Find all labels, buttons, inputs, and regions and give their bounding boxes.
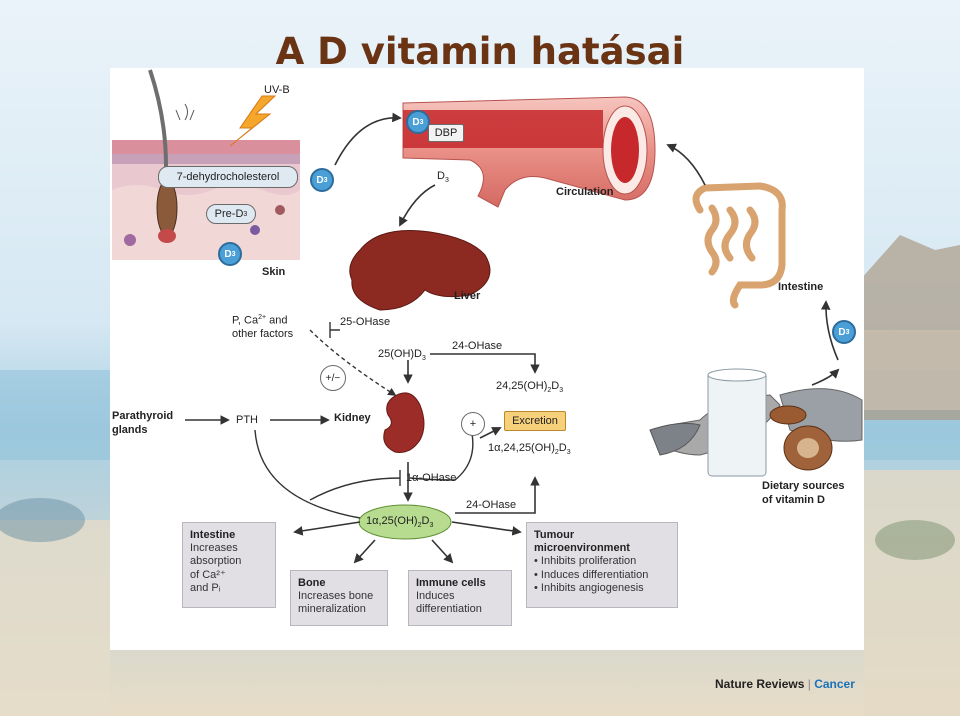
- pre-d3-text: Pre-D: [214, 208, 244, 220]
- pth-label: PTH: [236, 414, 258, 426]
- oh-d3-text: 25(OH)D: [378, 348, 423, 360]
- tumour-box-line: • Inhibits proliferation: [534, 555, 637, 568]
- liver-label: Liver: [454, 290, 481, 302]
- arrow-to-bone-box: [353, 539, 376, 564]
- arrow-to-immune-box: [431, 539, 454, 564]
- d1-24-25-text: 1α,24,25(OH): [488, 442, 555, 454]
- dietary-label-1: Dietary sources: [762, 480, 845, 492]
- dbp-label: DBP: [428, 124, 464, 142]
- intestine-box-line: absorption: [190, 555, 242, 568]
- arrow-to-intestine-box: [293, 521, 361, 536]
- oh-d3-label: 25(OH)D3: [378, 348, 426, 363]
- d24-25-label: 24,25(OH)2D3: [496, 380, 564, 395]
- arrow-24-ohase-up: [455, 476, 540, 514]
- source-journal: Nature Reviews: [715, 677, 805, 691]
- dashed-factors-to-kidney: [309, 329, 397, 396]
- ohase25-label: 25-OHase: [340, 316, 391, 328]
- source-section: Cancer: [814, 677, 855, 691]
- arrow-to-24-25: [430, 353, 540, 374]
- d3-badge-vessel-text: D: [412, 116, 420, 128]
- immune-box-line: Induces: [416, 590, 455, 603]
- intestine-effect-box: Intestine Increases absorption of Ca²⁺ a…: [182, 522, 276, 608]
- tumour-box-line: • Inhibits angiogenesis: [534, 581, 644, 594]
- pi-ca-and: and: [269, 314, 288, 327]
- bone-box-line: Increases bone: [298, 590, 374, 603]
- plus-line: [409, 424, 474, 481]
- parathyroid-label: Parathyroid: [112, 410, 174, 422]
- immune-box-title: Immune cells: [416, 577, 486, 589]
- d3-badge-diet-text: D: [838, 326, 846, 338]
- kidney-label: Kidney: [334, 412, 371, 424]
- arrow-intestine-to-circulation: [666, 143, 706, 186]
- tumour-box-title-2: microenvironment: [534, 542, 630, 555]
- source-separator: |: [807, 677, 811, 691]
- immune-effect-box: Immune cells Induces differentiation: [408, 570, 512, 626]
- arrow-circulation-to-liver: [399, 184, 436, 227]
- pi-ca-text: P, Ca: [232, 314, 259, 327]
- excretion-label: Excretion: [504, 411, 566, 431]
- plus-minus-circle: +/−: [320, 365, 346, 391]
- intestine-box-title: Intestine: [190, 529, 236, 541]
- pth-feedback: [254, 429, 361, 519]
- uvb-bolt: [229, 95, 277, 147]
- dehydrocholesterol-pill: 7-dehydrocholesterol: [158, 166, 298, 188]
- liver-illustration: [349, 229, 491, 311]
- ohase24-bottom-label: 24-OHase: [466, 499, 517, 511]
- tumour-box-title-1: Tumour: [534, 529, 575, 541]
- plus-circle: +: [461, 412, 485, 436]
- skin-illustration: [112, 69, 300, 260]
- d3-vessel-label: D3: [437, 170, 449, 185]
- d3-badge-skin-2-text: D: [224, 248, 232, 260]
- arrow-excretion-up: [479, 427, 502, 439]
- uvb-label: UV-B: [264, 84, 290, 96]
- ohase1a-label: 1α-OHase: [406, 472, 457, 484]
- dietary-label-2: of vitamin D: [762, 494, 825, 506]
- tumour-effect-box: Tumour microenvironment • Inhibits proli…: [526, 522, 678, 608]
- slide-title: A D vitamin hatásai: [275, 30, 685, 73]
- calcitriol-label: 1α,25(OH)2D3: [366, 515, 434, 530]
- bone-box-title: Bone: [298, 577, 326, 589]
- calcitriol-text: 1α,25(OH): [366, 515, 418, 527]
- bone-effect-box: Bone Increases bone mineralization: [290, 570, 388, 626]
- inhibit-25ohase: [329, 322, 340, 338]
- intestine-top-label: Intestine: [778, 281, 824, 293]
- arrow-d3-to-intestine: [820, 300, 839, 361]
- kidney-illustration: [383, 392, 425, 453]
- glands-label: glands: [112, 424, 148, 436]
- blood-vessel-illustration: [402, 96, 656, 208]
- intestine-box-line: Increases: [190, 542, 238, 555]
- arrow-skin-to-circulation: [334, 112, 402, 166]
- ohase24-top-label: 24-OHase: [452, 340, 503, 352]
- arrow-to-tumour-box: [451, 521, 522, 536]
- d1-24-25-label: 1α,24,25(OH)2D3: [488, 442, 571, 457]
- d3-vessel-label-text: D: [437, 170, 445, 182]
- inhibit-1a-ohase: [309, 470, 401, 501]
- circulation-label: Circulation: [556, 186, 614, 198]
- source-credit: Nature Reviews | Cancer: [715, 677, 855, 691]
- intestine-illustration: [692, 182, 786, 309]
- other-factors-label: other factors: [232, 328, 294, 340]
- intestine-box-line: of Ca²⁺: [190, 568, 226, 581]
- d3-badge-skin-text: D: [316, 174, 324, 186]
- dietary-sources-illustration: [649, 368, 863, 477]
- pi-ca-label: P, Ca2+ and: [232, 314, 288, 327]
- intestine-box-line: and Pᵢ: [190, 581, 221, 594]
- d24-25-text: 24,25(OH): [496, 380, 548, 392]
- immune-box-line: differentiation: [416, 603, 482, 616]
- bone-box-line: mineralization: [298, 603, 366, 616]
- skin-label: Skin: [262, 266, 286, 278]
- arrow-dietary-to-d3: [811, 368, 840, 386]
- tumour-box-line: • Induces differentiation: [534, 568, 649, 581]
